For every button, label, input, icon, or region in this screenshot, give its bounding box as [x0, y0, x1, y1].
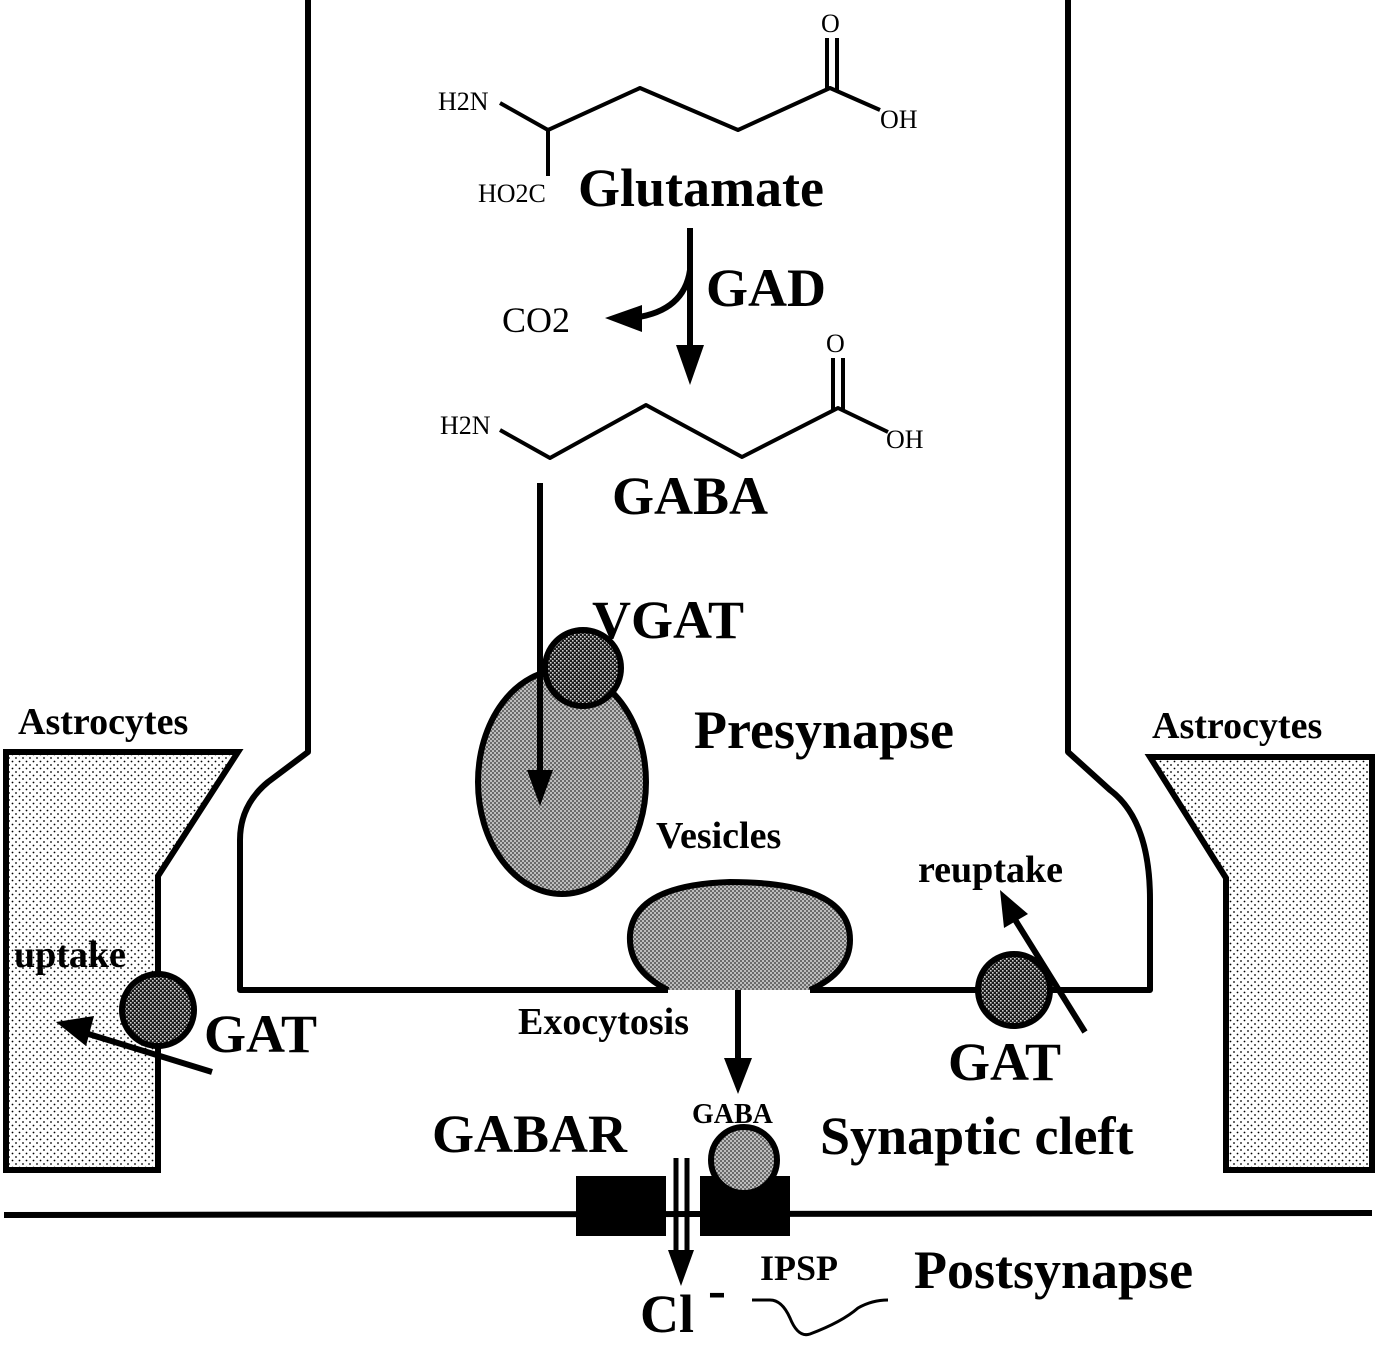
astrocytes-right-label: Astrocytes	[1152, 705, 1322, 747]
gaba-name: GABA	[612, 466, 768, 526]
glutamate-carboxyl-label: HO2C	[478, 179, 546, 208]
vesicle	[475, 667, 649, 897]
synaptic-cleft-label: Synaptic cleft	[820, 1106, 1133, 1166]
gad-label: GAD	[706, 258, 826, 318]
gaba-structure	[499, 358, 889, 460]
vgat-transporter	[542, 627, 624, 709]
ipsp-label: IPSP	[760, 1248, 838, 1288]
ipsp-trace	[752, 1298, 889, 1337]
gat-right-label: GAT	[948, 1032, 1061, 1092]
co2-arrowhead	[605, 305, 642, 332]
fusing-vesicle	[626, 879, 853, 993]
astrocyte-right	[1144, 754, 1375, 1173]
chloride-charge-label: -	[708, 1260, 726, 1320]
glutamate-amine-label: H2N	[438, 87, 489, 116]
gat-left-transporter	[119, 971, 197, 1049]
glutamate-name: Glutamate	[578, 158, 824, 218]
gaba-oxygen-label: O	[826, 329, 845, 358]
gaba-bound	[708, 1124, 780, 1196]
glutamate-oxygen-label: O	[821, 9, 840, 38]
gaba-hydroxyl-label: OH	[886, 425, 924, 454]
uptake-arrow	[81, 1029, 213, 1075]
gaba-loading-arrowhead	[527, 770, 553, 806]
chloride-influx-arrowhead	[668, 1250, 694, 1286]
astrocytes-left-label: Astrocytes	[18, 701, 188, 743]
gabar-subunit-left	[576, 1176, 666, 1236]
exocytosis-label: Exocytosis	[518, 1001, 689, 1043]
presynapse-membrane	[237, 0, 1153, 993]
postsynapse-label: Postsynapse	[914, 1240, 1193, 1300]
gaba-amine-label: H2N	[440, 411, 491, 440]
reuptake-label: reuptake	[918, 849, 1063, 891]
gat-left-label: GAT	[204, 1004, 317, 1064]
presynapse-label: Presynapse	[694, 700, 954, 760]
glutamate-structure	[499, 38, 881, 176]
uptake-arrowhead	[56, 1016, 94, 1046]
gabar-label: GABAR	[432, 1104, 628, 1164]
gaba-small-label: GABA	[692, 1099, 774, 1130]
glutamate-hydroxyl-label: OH	[880, 105, 918, 134]
chloride-label: Cl	[640, 1284, 694, 1344]
vesicles-label: Vesicles	[656, 815, 781, 857]
uptake-label: uptake	[14, 934, 126, 976]
exocytosis-arrowhead	[724, 1058, 752, 1094]
co2-label: CO2	[502, 300, 570, 340]
reuptake-arrow	[1011, 916, 1088, 1034]
reuptake-arrowhead	[1000, 890, 1028, 928]
gad-main-arrowhead	[676, 345, 704, 385]
gat-right-transporter	[975, 951, 1053, 1029]
vgat-label: VGAT	[592, 590, 744, 650]
